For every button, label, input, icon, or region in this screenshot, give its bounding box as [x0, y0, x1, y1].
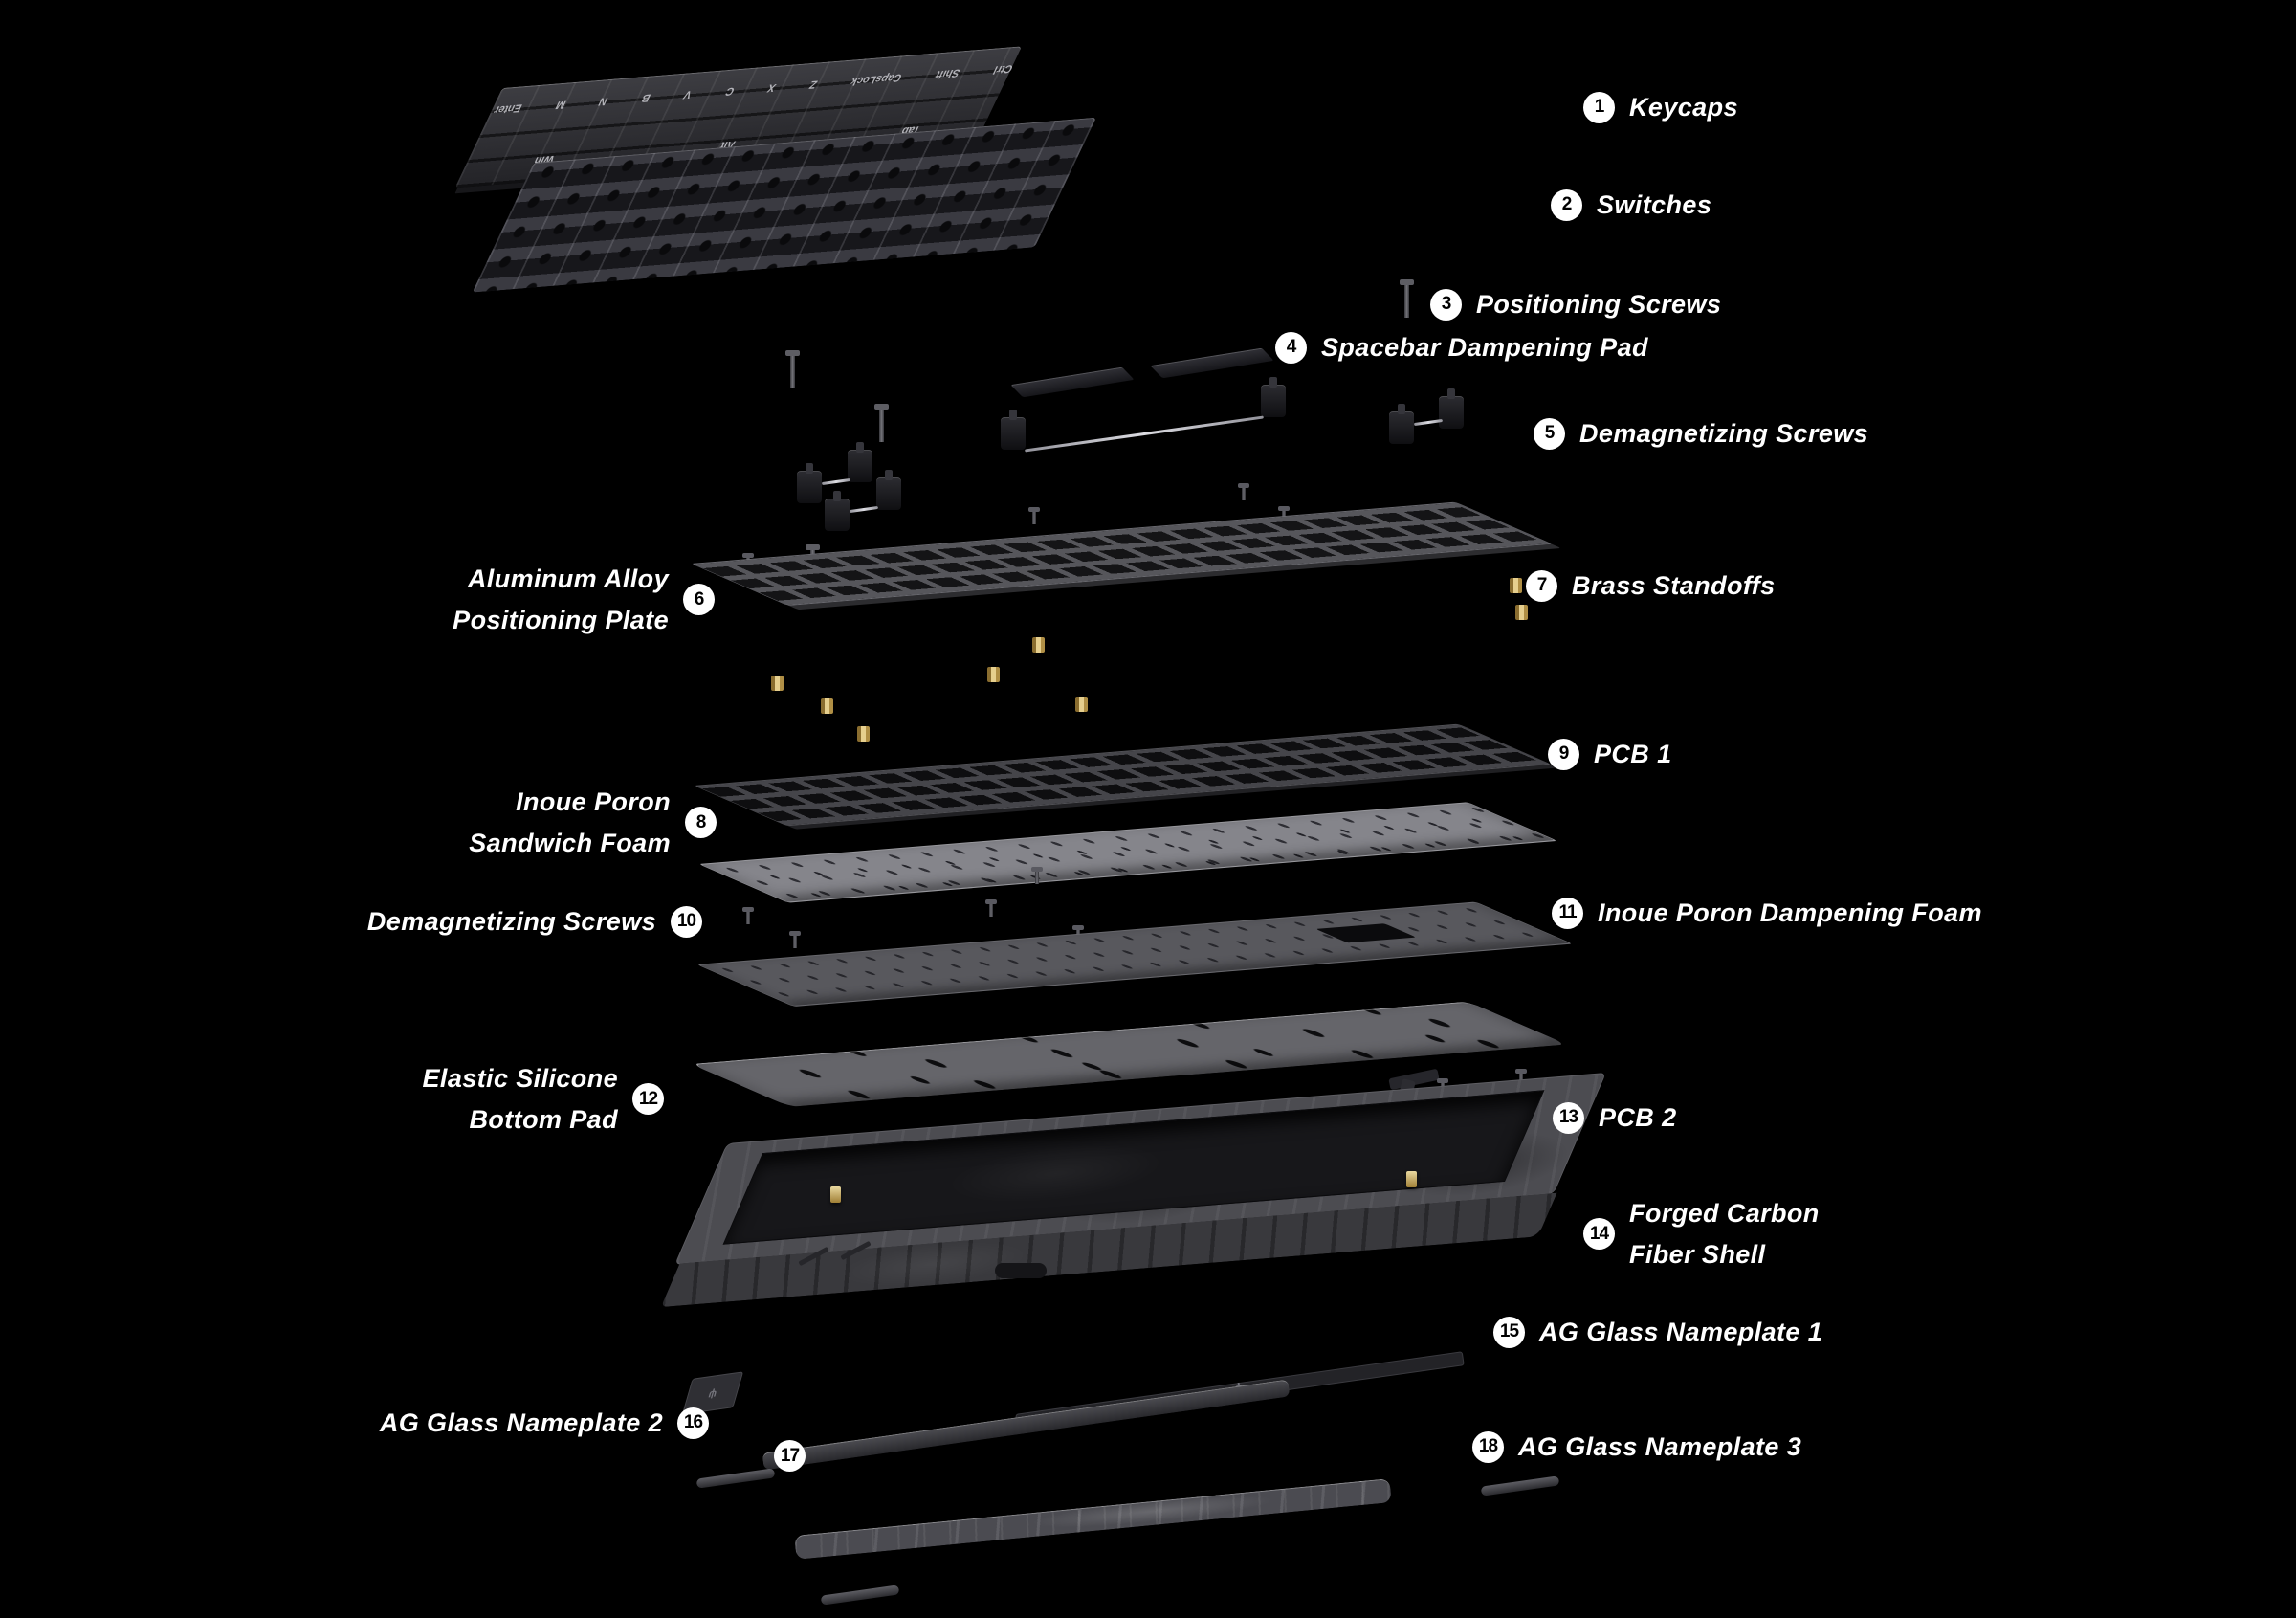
part-label: Aluminum Alloy Positioning Plate	[453, 565, 669, 634]
stabilizer-wire	[849, 505, 879, 514]
part-badge: 4	[1275, 331, 1307, 364]
brass-standoff-icon	[821, 698, 833, 714]
stabilizer-wire	[1025, 415, 1264, 453]
brass-standoff-icon	[857, 726, 870, 742]
part-label: Brass Standoffs	[1572, 571, 1776, 600]
part-badge: 6	[683, 584, 715, 616]
part-label: Inoue Poron Sandwich Foam	[469, 787, 671, 857]
label-feet: 17	[774, 1440, 806, 1472]
part-badge: 1	[1583, 91, 1615, 123]
part-label: Keycaps	[1629, 93, 1738, 122]
label-switches: 2 Switches	[1551, 185, 1711, 226]
label-nameplate-3: 18 AG Glass Nameplate 3	[1472, 1427, 1801, 1468]
label-pcb1: 9 PCB 1	[1548, 734, 1672, 775]
label-nameplate-2: AG Glass Nameplate 2 16	[380, 1403, 709, 1444]
brand-mark-icon: ψ	[706, 1386, 718, 1401]
gold-standoff-icon	[830, 1186, 841, 1203]
part-label: PCB 1	[1594, 740, 1672, 768]
screw-icon	[1031, 867, 1043, 884]
positioning-plate-layer	[691, 501, 1554, 606]
part-label: AG Glass Nameplate 1	[1539, 1318, 1823, 1346]
part-label: Inoue Poron Dampening Foam	[1598, 898, 1982, 927]
part-label: Positioning Screws	[1476, 290, 1722, 319]
rubber-foot	[695, 1468, 776, 1489]
screw-icon	[1028, 507, 1040, 524]
label-demagnetizing-screws-upper: 5 Demagnetizing Screws	[1534, 413, 1868, 454]
spacebar-pad	[1010, 366, 1135, 398]
stabilizer-housing	[1001, 410, 1026, 450]
spacebar-pad	[1150, 347, 1274, 379]
label-spacebar-pad: 4 Spacebar Dampening Pad	[1275, 327, 1648, 368]
foam-cutout	[1315, 923, 1417, 943]
screw-icon	[1238, 483, 1249, 500]
stabilizer-housing	[848, 442, 872, 482]
part-label: Forged Carbon Fiber Shell	[1629, 1199, 1820, 1269]
part-badge: 12	[632, 1083, 664, 1116]
brass-standoff-icon	[1515, 605, 1528, 620]
brass-standoff-icon	[1510, 578, 1522, 593]
part-badge: 2	[1551, 188, 1582, 221]
part-label: Spacebar Dampening Pad	[1321, 333, 1648, 362]
label-demagnetizing-screws-lower: Demagnetizing Screws 10	[367, 901, 702, 942]
part-badge: 8	[685, 807, 717, 839]
part-badge: 9	[1548, 738, 1579, 770]
brass-standoff-icon	[771, 676, 784, 691]
brass-standoff-icon	[987, 667, 1000, 682]
label-positioning-plate: Aluminum Alloy Positioning Plate 6	[453, 559, 715, 640]
positioning-screw-icon	[874, 404, 889, 442]
part-label: Demagnetizing Screws	[1579, 419, 1869, 448]
part-badge: 14	[1583, 1218, 1615, 1251]
nameplate-3	[794, 1478, 1392, 1560]
rubber-foot	[820, 1585, 900, 1606]
positioning-screw-icon	[1400, 279, 1414, 318]
part-badge: 5	[1534, 417, 1565, 450]
shell-cavity	[722, 1090, 1545, 1245]
stabilizer-housing	[825, 491, 850, 531]
screw-icon	[742, 907, 754, 924]
part-badge: 18	[1472, 1430, 1504, 1463]
label-sandwich-foam: Inoue Poron Sandwich Foam 8	[469, 782, 717, 863]
part-badge: 17	[774, 1440, 806, 1472]
part-label: Switches	[1597, 190, 1712, 219]
label-silicone-pad: Elastic Silicone Bottom Pad 12	[423, 1058, 664, 1140]
stabilizer-housing	[1261, 377, 1286, 417]
stabilizer-housing	[797, 463, 822, 503]
stabilizer-housing	[1389, 404, 1414, 444]
part-badge: 16	[677, 1407, 709, 1439]
part-badge: 15	[1493, 1316, 1525, 1348]
stabilizer-housing	[876, 470, 901, 510]
part-label: Elastic Silicone Bottom Pad	[422, 1064, 618, 1134]
brass-standoff-icon	[1075, 697, 1088, 712]
stabilizer-housing	[1439, 388, 1464, 429]
gold-standoff-icon	[1406, 1171, 1417, 1187]
dampening-foam-layer	[696, 901, 1574, 1007]
part-label: AG Glass Nameplate 2	[379, 1408, 663, 1437]
screw-icon	[789, 931, 801, 948]
part-badge: 10	[671, 905, 702, 938]
label-brass-standoffs: 7 Brass Standoffs	[1526, 565, 1776, 607]
brass-standoff-icon	[1032, 637, 1045, 653]
part-badge: 7	[1526, 569, 1557, 602]
part-badge: 3	[1430, 288, 1462, 321]
glass-strip	[762, 1379, 1291, 1471]
shell-notch	[995, 1263, 1047, 1278]
label-positioning-screws: 3 Positioning Screws	[1430, 284, 1721, 325]
stabilizer-wire	[821, 477, 851, 486]
part-label: PCB 2	[1599, 1103, 1677, 1132]
label-pcb2: 13 PCB 2	[1553, 1097, 1677, 1139]
label-carbon-shell: 14 Forged Carbon Fiber Shell	[1583, 1193, 1820, 1274]
part-badge: 13	[1553, 1101, 1584, 1134]
label-keycaps: 1 Keycaps	[1583, 87, 1738, 128]
rubber-foot	[1480, 1475, 1560, 1496]
screw-icon	[985, 899, 997, 917]
positioning-screw-icon	[785, 350, 800, 388]
part-label: AG Glass Nameplate 3	[1518, 1432, 1802, 1461]
label-nameplate-1: 15 AG Glass Nameplate 1	[1493, 1312, 1822, 1353]
part-badge: 11	[1552, 897, 1583, 929]
part-label: Demagnetizing Screws	[366, 907, 656, 936]
label-dampening-foam: 11 Inoue Poron Dampening Foam	[1552, 893, 1982, 934]
